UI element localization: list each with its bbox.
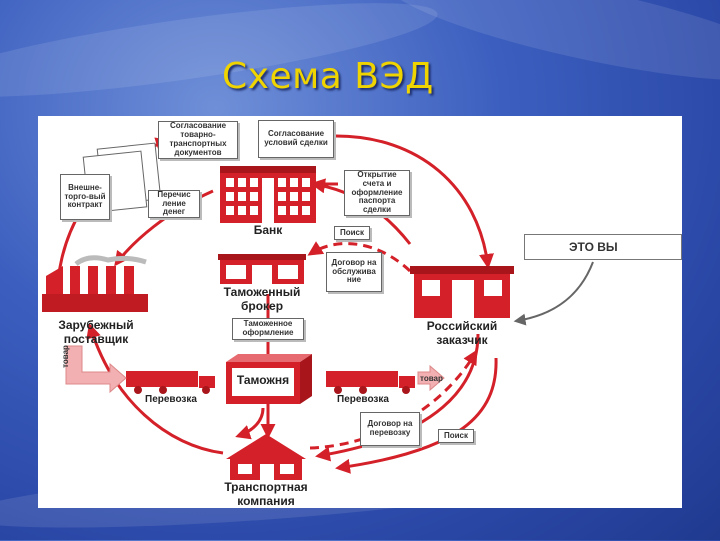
arrow-transport-left	[86, 323, 224, 455]
note-agree-shipping-docs: Согласование товарно-транспортных докуме…	[158, 121, 238, 159]
transport-right-label: Перевозка	[337, 394, 389, 405]
note-foreign-contract: Внешне-торго-вый контракт	[60, 174, 110, 220]
broker-building	[218, 254, 306, 284]
arrow-top-right	[335, 134, 494, 269]
slide-title: Схема ВЭД	[222, 56, 434, 97]
note-money-transfer: Перечис ление денег	[148, 190, 200, 218]
note-customs-clearance: Таможенное оформление	[232, 318, 304, 340]
factory-building	[42, 255, 148, 312]
truck-left	[126, 371, 215, 394]
bank-label: Банк	[253, 223, 283, 237]
callout-arrow	[513, 261, 594, 326]
truck-right	[326, 371, 415, 394]
note-search-bottom: Поиск	[438, 429, 474, 443]
customer-building	[410, 266, 514, 318]
note-transport-contract: Договор на перевозку	[360, 412, 420, 446]
bank-building	[220, 166, 316, 223]
note-agree-deal-terms: Согласование условий сделки	[258, 120, 334, 158]
note-service-contract: Договор на обслужива ние	[326, 252, 382, 292]
transport-company-building	[226, 434, 306, 480]
diagram-graphics	[42, 134, 594, 480]
goods-arrow-right	[417, 364, 445, 392]
you-callout-box: ЭТО ВЫ	[524, 234, 682, 260]
customs-label: Таможня	[236, 373, 290, 387]
transport-company-label: Транспортная компания	[224, 480, 308, 508]
goods-arrow-left	[65, 345, 127, 394]
foreign-supplier-label: Зарубежный поставщик	[58, 318, 134, 346]
dash-customer-to-broker	[307, 241, 412, 273]
arrow-right-down	[335, 357, 498, 474]
arrow-customs-down	[235, 407, 265, 440]
goods-label-right: товар	[420, 374, 443, 383]
russian-customer-label: Российский заказчик	[426, 319, 498, 347]
diagram-panel: Банк Таможенный брокер Зарубежный постав…	[38, 116, 682, 508]
goods-label-left: товар	[60, 345, 70, 368]
note-search-top: Поиск	[334, 226, 370, 240]
broker-label: Таможенный брокер	[223, 285, 301, 313]
note-account-opening: Открытие счета и оформление паспорта сде…	[344, 170, 410, 216]
transport-left-label: Перевозка	[145, 394, 197, 405]
customs-box	[226, 354, 312, 404]
